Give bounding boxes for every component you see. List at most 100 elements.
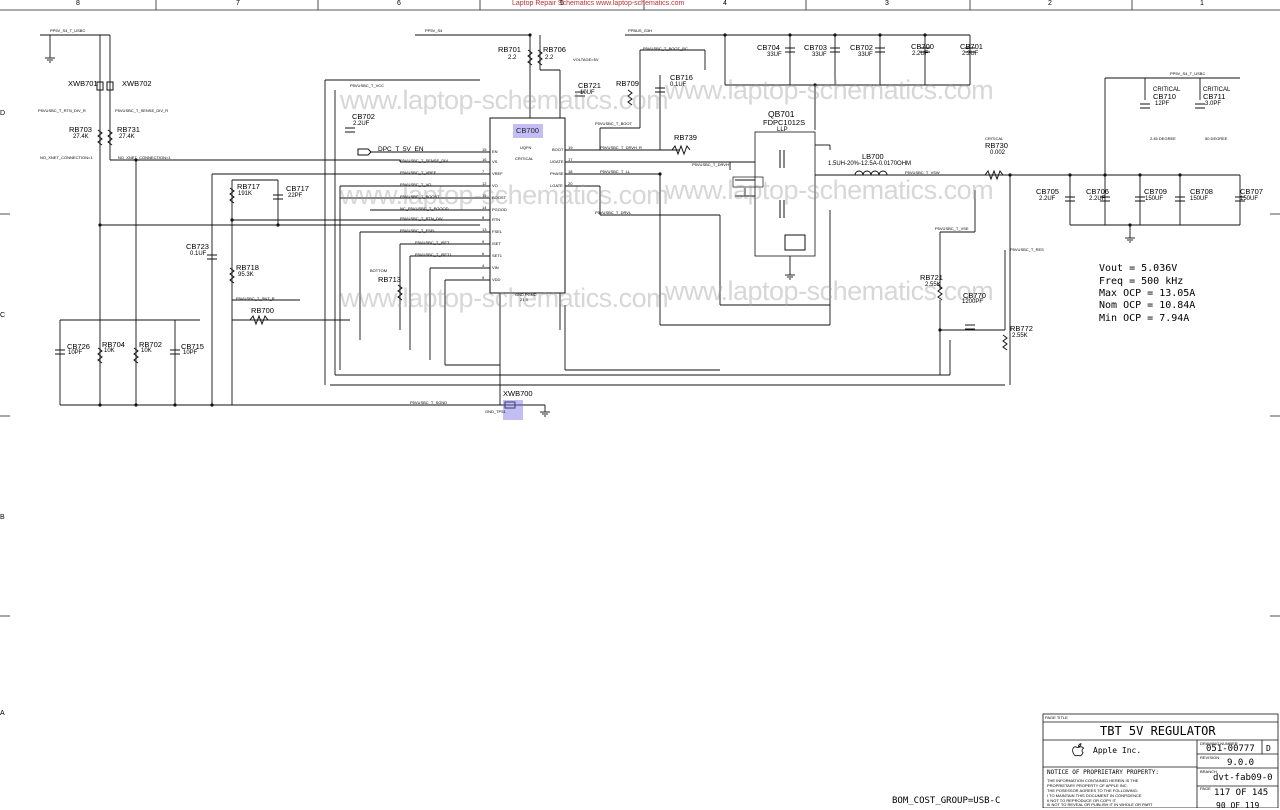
component-ref: CB702	[850, 43, 873, 52]
component-ref: XWB702	[122, 79, 152, 88]
component-label: BOTTOM	[370, 268, 388, 273]
component-ref: RB718	[236, 263, 259, 272]
ic-pin-num: 9	[482, 239, 485, 244]
tb-branch-label: BRANCH	[1200, 769, 1217, 774]
component-value: 10K	[141, 348, 152, 354]
grid-col-4: 4	[723, 0, 727, 7]
net-label: P5VUSBC_T_RES	[1010, 247, 1044, 252]
component-value: 2.2	[508, 55, 517, 61]
component-value: 2.55K	[1012, 333, 1028, 339]
ground-symbols	[45, 57, 1135, 417]
ic-pin-pgood: PGOOD	[492, 207, 507, 212]
net-label: P5VUSBC_T_ISET1	[415, 252, 452, 257]
watermark: www.laptop-schematics.com	[340, 180, 669, 210]
net-label: P5VUSBC_T_SENSE_DIV	[400, 158, 449, 163]
watermark: www.laptop-schematics.com	[665, 75, 994, 105]
net-label: GND_TP51	[485, 409, 506, 414]
ic-ref-highlight	[513, 124, 543, 138]
design-note-min-ocp: Min OCP = 7.94A	[1099, 313, 1190, 324]
component-ref: CB707	[1240, 187, 1263, 196]
ic-pin-num: 7	[482, 169, 485, 174]
ic-pin-num: 11	[482, 193, 487, 198]
component-value: 2.2	[545, 55, 554, 61]
net-label: P5VUSBC_T_SENSE_DIV_R	[115, 108, 169, 113]
ic-pin-vs: VS	[492, 159, 498, 164]
component-value: 2.2UF	[1039, 196, 1056, 202]
ic-pin-num: 16	[482, 157, 487, 162]
net-label: P5VUSBC_T_SGND	[410, 400, 448, 405]
component-ref: CB708	[1190, 187, 1213, 196]
watermark: www.laptop-schematics.com	[665, 276, 994, 306]
component-ref: XWB700	[503, 389, 533, 398]
tb-notice-title: NOTICE OF PROPRIETARY PROPERTY:	[1047, 769, 1159, 776]
component-ref: CB721	[578, 81, 601, 90]
component-ref: XWB701	[68, 79, 98, 88]
component-value: 1.5UH-20%-12.5A-0.0170OHM	[828, 161, 912, 167]
component-pkg: LLP	[777, 127, 788, 133]
ic-pkg: UQFN	[520, 145, 532, 150]
watermark: www.laptop-schematics.com	[340, 283, 669, 313]
net-label: P5VUSBC_T_VSE	[935, 226, 969, 231]
header-stamp: Laptop Repair Schematics www.laptop-sche…	[512, 0, 685, 7]
ic-pin-num: 17	[568, 157, 573, 162]
ic-pin-vo: VO	[492, 183, 498, 188]
component-value: 95.3K	[238, 272, 254, 278]
net-label: PP5V_S4_T_USBC	[50, 28, 86, 33]
component-value: 22PF	[288, 193, 303, 199]
ic-pin-num: 14	[482, 205, 487, 210]
ic-gnd-label: GND PGND	[515, 292, 537, 297]
component-value: 2.2UF	[962, 51, 979, 57]
component-ref: RB706	[543, 45, 566, 54]
component-value: 2.2UF	[1089, 196, 1106, 202]
net-label: NC_P5VUSBC_T_PGOOD	[400, 206, 449, 211]
net-label: P5VUSBC_T_LL	[600, 169, 631, 174]
net-label: P5VUSBC_T_FSEL	[400, 228, 436, 233]
tb-notice-line: II NOT TO REPRODUCE OR COPY IT	[1047, 798, 1117, 803]
ic-ref: CB700	[516, 126, 539, 135]
component-value: 0.002	[990, 150, 1006, 156]
component-ref: CB702	[352, 112, 375, 121]
component-value: 3.0PF	[1205, 101, 1222, 107]
ic-pin-num: 18	[568, 169, 573, 174]
watermark: www.laptop-schematics.com	[665, 175, 994, 205]
component-value: 0.1UF	[190, 251, 207, 257]
title-block-frame	[1042, 713, 1279, 808]
component-ref: RB772	[1010, 324, 1033, 333]
component-ref: RB702	[139, 340, 162, 349]
ic-pin-lgate: LGATE	[550, 183, 563, 188]
design-note-nom-ocp: Nom OCP = 10.84A	[1099, 300, 1196, 311]
component-value: 10UF	[580, 90, 595, 96]
component-ref: CB706	[1086, 187, 1109, 196]
tb-page-label: PAGE	[1200, 786, 1211, 791]
net-label: P5VUSBC_T_RTN_DIV_R	[38, 108, 86, 113]
component-ref: CB704	[757, 43, 780, 52]
component-ref: QB701	[768, 109, 795, 119]
component-ref: RB717	[237, 182, 260, 191]
component-critical: CRITICAL	[1203, 87, 1231, 93]
tb-notice-line: PROPRIETARY PROPERTY OF APPLE INC.	[1047, 783, 1128, 788]
component-ref: CB710	[1153, 92, 1176, 101]
component-ref: CB716	[670, 73, 693, 82]
grid-col-5: 5	[560, 0, 564, 7]
grid-col-3: 3	[885, 0, 889, 7]
component-ref: CB717	[286, 184, 309, 193]
frame-borders	[0, 0, 1280, 617]
ic-pin-num: 13	[482, 227, 487, 232]
tb-company: Apple Inc.	[1093, 746, 1142, 755]
note-degree: 2.45 DEGREE	[1150, 136, 1176, 141]
ic-pin-num: 5	[482, 275, 485, 280]
ic-pin-fsel: FSEL	[492, 229, 503, 234]
net-label: P5VUSBC_T_VREF	[400, 170, 437, 175]
tb-notice-line: THE INFORMATION CONTAINED HEREIN IS THE	[1047, 778, 1139, 783]
component-ref: CB700	[911, 42, 934, 51]
component-value: 10K	[104, 348, 115, 354]
ic-pin-boot: BOOT	[552, 147, 564, 152]
ic-pin-en: EN	[492, 149, 498, 154]
ic-gnd-pins: 21 3	[520, 297, 528, 302]
grid-col-2: 2	[1048, 0, 1052, 7]
watermark: www.laptop-schematics.com	[340, 85, 669, 115]
wires	[40, 34, 1241, 412]
component-value: 2.2UF	[912, 51, 929, 57]
component-value: 33UF	[767, 52, 782, 58]
